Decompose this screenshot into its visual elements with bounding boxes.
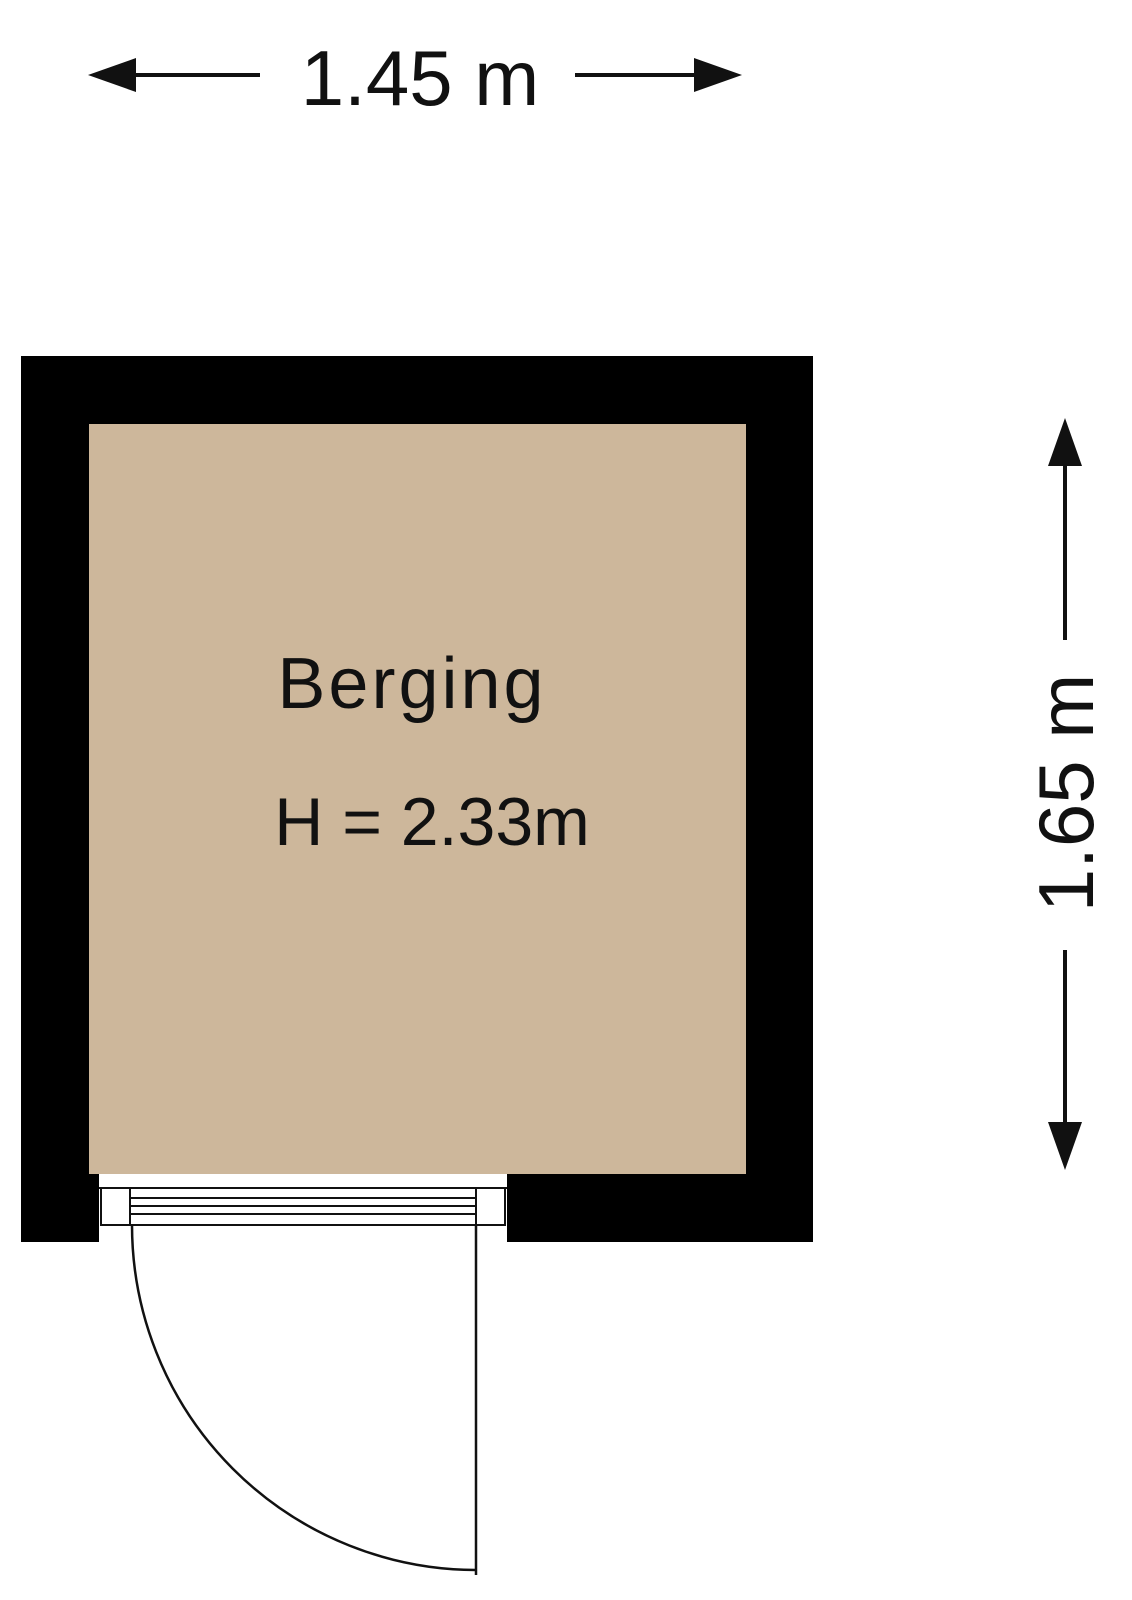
door-opening	[99, 1174, 507, 1242]
width-dimension: 1.45 m	[88, 34, 742, 122]
width-arrow-left-head	[88, 58, 136, 92]
door-swing-arc	[130, 1224, 477, 1572]
width-label: 1.45 m	[301, 34, 539, 122]
width-arrow-right-head	[694, 58, 742, 92]
door	[99, 1174, 507, 1575]
height-arrow-top-head	[1048, 418, 1082, 466]
door-jamb-left	[100, 1187, 131, 1226]
height-dimension: 1.65 m	[1022, 418, 1110, 1170]
height-arrow-bottom-head	[1048, 1122, 1082, 1170]
height-label: 1.65 m	[1022, 674, 1110, 912]
door-jamb-right	[475, 1187, 506, 1226]
walls	[21, 356, 813, 1242]
room-name: Berging	[277, 644, 546, 724]
room-ceiling-height: H = 2.33m	[274, 784, 590, 860]
floor-area	[89, 424, 746, 1174]
